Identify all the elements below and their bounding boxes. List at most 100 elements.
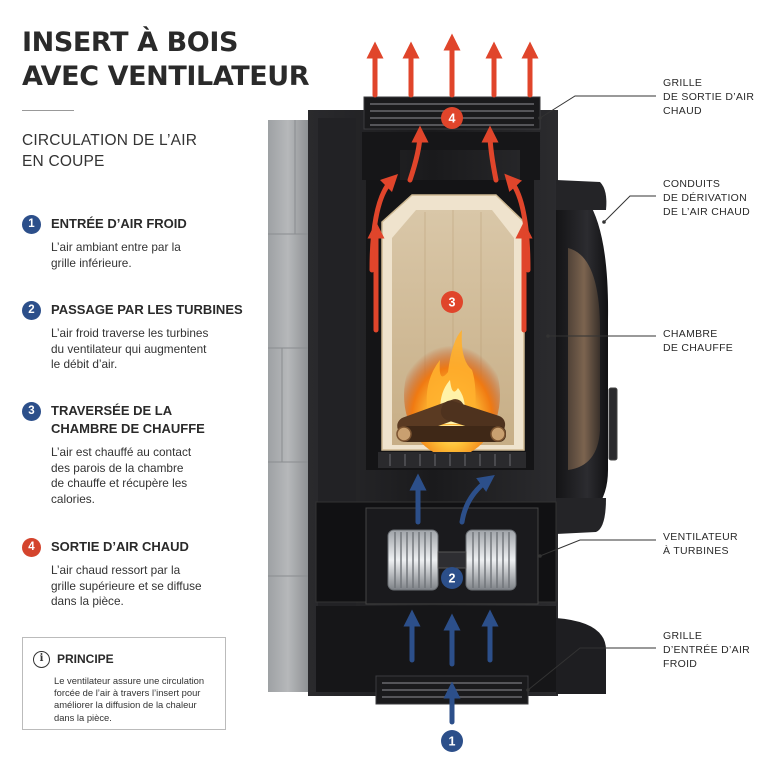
diagram-marker-label: 3 (449, 296, 456, 310)
callout-grille-entree: GRILLE D’ENTRÉE D’AIR FROID (663, 629, 750, 671)
info-icon: i (33, 651, 50, 668)
callout-line: GRILLE (663, 630, 703, 642)
page-subtitle: CIRCULATION DE L’AIR EN COUPE (22, 130, 262, 172)
upper-duct-cavity (362, 132, 540, 180)
door-top-cap (556, 180, 607, 210)
fire-grate (378, 452, 526, 468)
step-text-line: du ventilateur qui augmentent (51, 341, 207, 356)
hot-air-arrow (369, 173, 399, 273)
leader-ventilateur (539, 539, 656, 557)
callout-line: DE L’AIR CHAUD (663, 206, 751, 218)
turbine-left (387, 529, 439, 591)
title-line: INSERT À BOIS (22, 27, 239, 58)
diagram-marker-label: 1 (449, 735, 456, 749)
callout-line: D’ENTRÉE D’AIR (663, 644, 751, 656)
callout-line: DE SORTIE D’AIR (663, 91, 755, 103)
step-text-line: grille supérieure et se diffuse (51, 578, 202, 593)
grate-bars (389, 454, 511, 466)
step-title-line: SORTIE D’AIR CHAUD (51, 539, 189, 554)
principe-title: PRINCIPE (57, 652, 114, 666)
diagram-marker-2: 2 (441, 567, 463, 589)
step-number-badge: 4 (22, 538, 41, 557)
step-text-line: L’air froid traverse les turbines (51, 326, 209, 340)
principe-text-line: améliorer la diffusion de la chaleur (54, 699, 197, 711)
principe-text: Le ventilateur assure une circulation fo… (54, 675, 217, 724)
step-1: 1 ENTRÉE D’AIR FROID L’air ambiant entre… (22, 215, 252, 271)
callout-line: DE CHAUFFE (663, 342, 734, 354)
title-divider (22, 110, 74, 111)
callout-line: À TURBINES (663, 545, 729, 557)
step-description: L’air froid traverse les turbines du ven… (51, 326, 252, 373)
stone-cladding (268, 120, 308, 692)
step-description: L’air est chauffé au contact des parois … (51, 445, 252, 507)
diagram-marker-label: 2 (449, 572, 456, 586)
step-3: 3 TRAVERSÉE DE LA CHAMBRE DE CHAUFFE L’a… (22, 402, 252, 507)
step-text-line: dans la pièce. (51, 594, 124, 608)
subtitle-line: CIRCULATION DE L’AIR (22, 132, 198, 149)
step-number-badge: 2 (22, 301, 41, 320)
diagram-marker-3: 3 (441, 291, 463, 313)
fan-motor (437, 551, 467, 569)
principe-text-line: dans la pièce. (54, 711, 112, 723)
callout-line: GRILLE (663, 77, 703, 89)
page-title: INSERT À BOIS AVEC VENTILATEUR (22, 26, 322, 94)
diagram-marker-label: 4 (449, 112, 456, 126)
callout-chambre: CHAMBRE DE CHAUFFE (663, 327, 733, 355)
leader-grille-sortie (539, 95, 656, 119)
leader-conduits (603, 195, 656, 223)
callout-line: VENTILATEUR (663, 531, 738, 543)
principe-text-line: forcée de l’air à travers l’insert pour (54, 687, 201, 699)
step-description: L’air ambiant entre par la grille inféri… (51, 240, 252, 271)
callout-line: DE DÉRIVATION (663, 192, 748, 204)
step-description: L’air chaud ressort par la grille supéri… (51, 563, 252, 610)
cold-air-arrow (459, 474, 495, 525)
callout-line: CONDUITS (663, 178, 721, 190)
callout-conduits: CONDUITS DE DÉRIVATION DE L’AIR CHAUD (663, 177, 750, 219)
callout-dots (526, 116, 606, 692)
callout-grille-sortie: GRILLE DE SORTIE D’AIR CHAUD (663, 76, 754, 118)
step-text-line: L’air ambiant entre par la (51, 240, 181, 254)
callout-line: FROID (663, 658, 698, 670)
hot-air-arrow (407, 125, 429, 183)
callout-line: CHAMBRE (663, 328, 718, 340)
step-text-line: le débit d’air. (51, 357, 118, 371)
callout-line: CHAUD (663, 105, 702, 117)
step-text-line: L’air est chauffé au contact (51, 445, 192, 459)
subtitle-line: EN COUPE (22, 153, 105, 170)
door-handle[interactable] (608, 387, 618, 461)
cold-air-flow (403, 473, 499, 725)
step-4: 4 SORTIE D’AIR CHAUD L’air chaud ressort… (22, 538, 252, 610)
step-title: TRAVERSÉE DE LA CHAMBRE DE CHAUFFE (51, 402, 252, 438)
step-text-line: grille inférieure. (51, 255, 132, 270)
hot-air-arrow (481, 125, 499, 183)
base-right-plinth (556, 618, 606, 694)
step-title-line: ENTRÉE D’AIR FROID (51, 216, 187, 231)
hot-air-flow (366, 33, 539, 333)
step-number-badge: 1 (22, 215, 41, 234)
hot-air-arrow (504, 173, 531, 273)
diagram-marker-1: 1 (441, 730, 463, 752)
diagram-marker-4: 4 (441, 107, 463, 129)
door-bottom-cap (556, 498, 606, 534)
step-title-line: TRAVERSÉE DE LA (51, 403, 173, 418)
firewood-logs (396, 399, 506, 442)
principe-box: i PRINCIPE Le ventilateur assure une cir… (22, 637, 226, 730)
title-line: AVEC VENTILATEUR (22, 61, 310, 92)
step-text-line: des parois de la chambre (51, 460, 184, 475)
step-2: 2 PASSAGE PAR LES TURBINES L’air froid t… (22, 301, 252, 373)
principe-header: i PRINCIPE (33, 651, 217, 669)
step-title-line: CHAMBRE DE CHAUFFE (51, 421, 205, 436)
step-title: ENTRÉE D’AIR FROID (51, 215, 252, 233)
principe-text-line: Le ventilateur assure une circulation (54, 675, 205, 686)
step-title: PASSAGE PAR LES TURBINES (51, 301, 252, 319)
leader-grille-entree (527, 647, 656, 691)
turbine-right (465, 529, 517, 591)
callout-ventilateur: VENTILATEUR À TURBINES (663, 530, 738, 558)
step-text-line: calories. (51, 491, 95, 506)
door-glass (568, 248, 600, 470)
callout-leaders (527, 95, 656, 691)
step-number-badge: 3 (22, 402, 41, 421)
step-title: SORTIE D’AIR CHAUD (51, 538, 252, 556)
stone-joints (268, 120, 308, 577)
